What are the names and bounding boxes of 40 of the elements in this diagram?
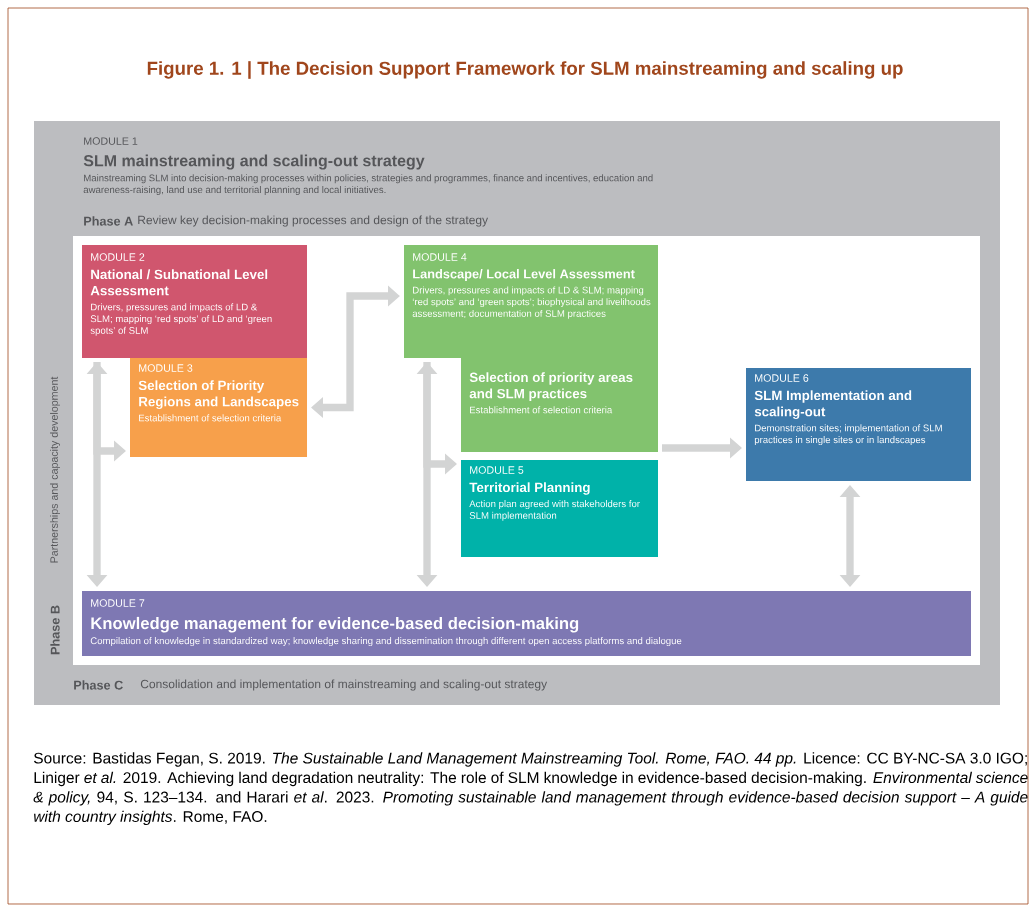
module-title: National / Subnational Level Assessment <box>90 269 268 296</box>
module-box <box>82 245 307 358</box>
side-label: Partnerships and capacity development <box>50 376 60 563</box>
module-number: MODULE 6 <box>755 374 809 382</box>
module-number: MODULE 2 <box>91 253 145 261</box>
phase-label: Phase A <box>84 216 133 226</box>
figure-title: Figure 1. 1 | The Decision Support Framework for SLM mainstreaming and scaling up <box>147 61 903 79</box>
module-title: Selection of priority areas and SLM practices <box>469 372 633 401</box>
phase-description: Review key decision-making processes and design of the strategy <box>138 215 489 227</box>
module-box <box>461 460 658 557</box>
module-box <box>461 358 658 452</box>
module-number: MODULE 7 <box>91 599 145 607</box>
module-title: Knowledge management for evidence-based decision-making <box>91 616 579 633</box>
phase-description: Consolidation and implementation of mainstreaming and scaling-out strategy <box>140 679 548 691</box>
module-description: Drivers, pressures and impacts of LD & SLM; mapping ‘red spots’ and ‘green spots’; biophysical and livelihoods assessment; documentation of SLM practices <box>412 286 651 319</box>
module-box <box>82 591 971 656</box>
phase-label: Phase B <box>50 605 60 655</box>
module-title: Selection of Priority Regions and Landscapes <box>138 380 299 410</box>
module-description: Drivers, pressures and impacts of LD & SLM; mapping ‘red spots’ of LD and ‘green spots’ of SLM <box>90 303 272 336</box>
module-number: MODULE 4 <box>413 253 467 261</box>
module-title: SLM mainstreaming and scaling-out strategy <box>83 154 425 170</box>
module-description: Establishment of selection criteria <box>470 406 613 414</box>
module-box <box>130 358 307 457</box>
module-title: SLM Implementation and scaling-out <box>754 390 912 420</box>
arrow <box>839 485 861 587</box>
arrow <box>311 285 400 418</box>
module-description: Mainstreaming SLM into decision-making processes within policies, strategies and programmes, finance and incentives, education and awareness-raising, land use and territorial planning and local initiatives. <box>83 174 653 195</box>
module-description: Establishment of selection criteria <box>139 414 282 422</box>
module-number: MODULE 1 <box>84 137 138 145</box>
module-box <box>746 368 971 481</box>
module-description: Demonstration sites; implementation of SLM practices in single sites or in landscapes <box>754 424 942 446</box>
module-box <box>404 245 658 358</box>
module-number: MODULE 5 <box>470 466 524 474</box>
module-title: Territorial Planning <box>469 482 590 495</box>
module-description: Compilation of knowledge in standardized way; knowledge sharing and dissemination through different open access platforms and dialogue <box>90 637 682 647</box>
module-title: Landscape/ Local Level Assessment <box>413 269 635 281</box>
source-caption: Source: Bastidas Fegan, S. 2019. The Sustainable Land Management Mainstreaming Tool. Rome, FAO. 44 pp. Licence: CC BY-NC-SA 3.0 IGO; Liniger et al. 2019. Achieving land degradation neutrality: The role of SLM knowledge in evidence-based decision-making. Environmental science & policy, 94, S. 123–134. and Harari et al. 2023. Promoting sustainable land management through evidence-based decision support – A guide with country insights. Rome, FAO. <box>33 752 1028 826</box>
module-number: MODULE 3 <box>139 364 193 372</box>
module-description: Action plan agreed with stakeholders for SLM implementation <box>469 500 640 521</box>
phase-label: Phase C <box>74 680 123 690</box>
